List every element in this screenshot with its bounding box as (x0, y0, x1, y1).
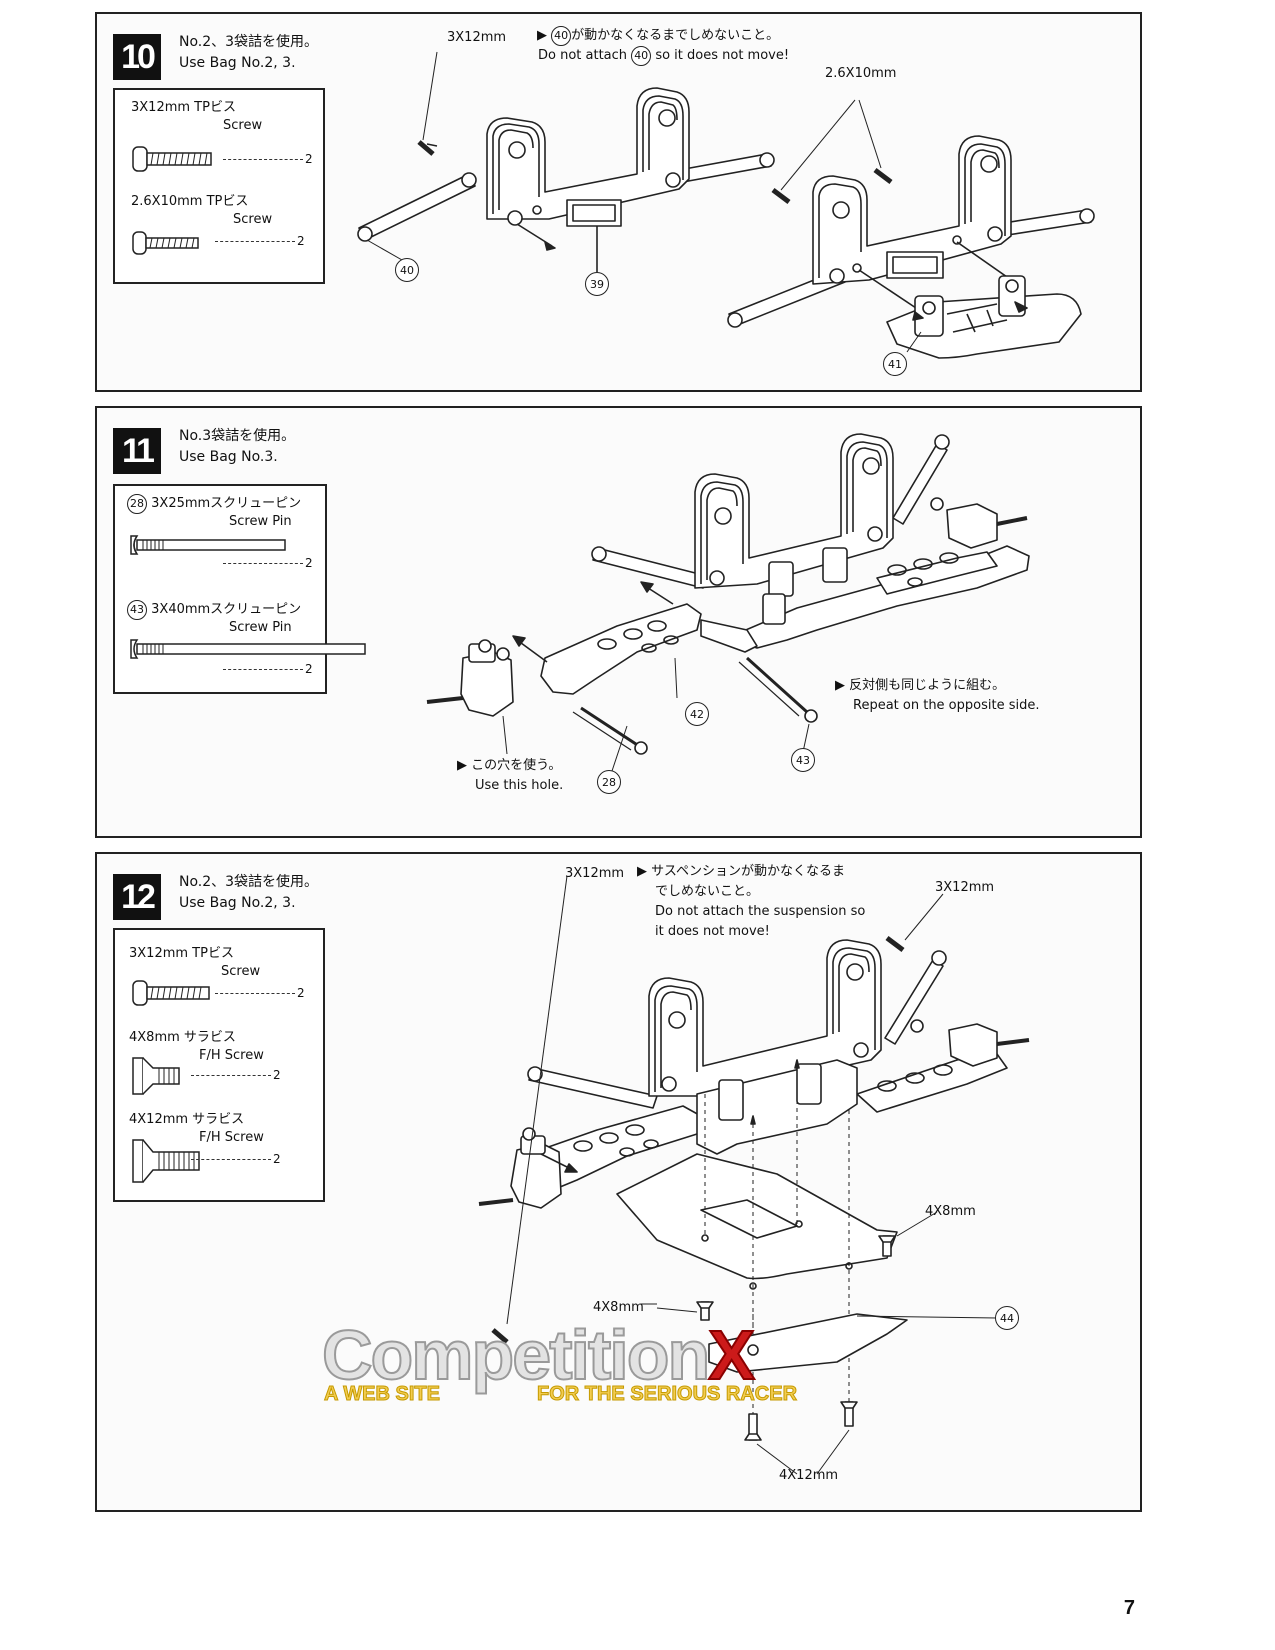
warning-en-2: so it does not move! (655, 48, 790, 63)
part-callout-44: 44 (995, 1306, 1019, 1330)
part-ref-circle: 28 (127, 493, 147, 514)
opposite-jp: 反対側も同じように組む。 (849, 678, 1006, 693)
screw-label: 2.6X10mm (825, 66, 897, 81)
part-name-jp: 3X12mm TPビス (129, 946, 234, 961)
part-name-jp: 4X8mm サラビス (129, 1030, 236, 1045)
part-qty: 2 (215, 234, 305, 248)
part-qty: 2 (191, 1068, 281, 1082)
watermark-title: CompetitionX (321, 1315, 756, 1395)
tp-screw-icon (132, 146, 212, 172)
part-ref-circle: 40 (551, 26, 572, 46)
part-callout-43: 43 (791, 748, 815, 772)
part-name-jp: 3X12mm TPビス (131, 100, 236, 115)
hole-note: ▶ この穴を使う。 Use this hole. (457, 756, 563, 796)
part-name-en: Screw (223, 118, 263, 133)
assembly-drawing (426, 433, 1030, 775)
part-qty: 2 (191, 1152, 281, 1166)
part-name-en: Screw (221, 964, 261, 979)
part-name-jp: 2.6X10mm TPビス (131, 194, 249, 209)
screw-label: 3X12mm (447, 30, 507, 45)
part-name-en: F/H Screw (199, 1048, 264, 1063)
screw-label: 4X8mm (593, 1300, 644, 1315)
bag-instruction: No.3袋詰を使用。 Use Bag No.3. (179, 426, 295, 468)
parts-box: 28 3X25mmスクリューピン Screw Pin 2 43 3X40mmスク… (113, 484, 366, 694)
bag-en: Use Bag No.2, 3. (179, 895, 296, 911)
part-name-en: Screw Pin (229, 620, 292, 635)
part-name-en: Screw Pin (229, 514, 292, 529)
step-11-panel: 11 No.3袋詰を使用。 Use Bag No.3. 28 3X25mmスクリ… (95, 406, 1142, 838)
part-callout-40: 40 (395, 258, 419, 282)
flat-head-screw-icon (132, 1139, 200, 1183)
part-qty: 2 (223, 556, 313, 570)
assembly-drawing (478, 875, 1030, 1475)
part-callout-41: 41 (883, 352, 907, 376)
screw-label: 3X12mm (935, 880, 995, 895)
flat-head-screw-icon (132, 1057, 180, 1095)
part-qty: 2 (223, 662, 313, 676)
step-12-panel: 12 No.2、3袋詰を使用。 Use Bag No.2, 3. 3X12mm … (95, 852, 1142, 1512)
part-qty: 2 (223, 152, 313, 166)
bag-instruction: No.2、3袋詰を使用。 Use Bag No.2, 3. (179, 872, 318, 914)
parts-box: 3X12mm TPビス Screw 2 2.6X10mm TPビス Screw (113, 88, 325, 284)
warning-jp-2: でしめないこと。 (655, 884, 760, 899)
bag-jp: No.3袋詰を使用。 (179, 428, 296, 444)
warning-en-1: Do not attach the suspension so (655, 904, 866, 919)
step-number: 12 (113, 874, 161, 920)
part-ref-circle: 40 (631, 46, 652, 66)
hole-jp: この穴を使う。 (471, 758, 562, 773)
bag-en: Use Bag No.2, 3. (179, 55, 296, 71)
part-name-jp: 3X25mmスクリューピン (151, 496, 302, 511)
screw-pin-icon (130, 639, 366, 659)
page-number: 7 (1123, 1597, 1135, 1619)
part-ref-circle: 43 (127, 599, 147, 620)
part-callout-42: 42 (685, 702, 709, 726)
assembly-drawing (357, 51, 1095, 359)
warning-en-1: Do not attach (538, 48, 628, 63)
step-number: 10 (113, 34, 161, 80)
part-name-jp: 3X40mmスクリューピン (151, 602, 302, 617)
part-name-en: F/H Screw (199, 1130, 264, 1145)
watermark-subtitle-1: A WEB SITE (324, 1383, 441, 1406)
opposite-en: Repeat on the opposite side. (853, 698, 1040, 713)
watermark-subtitle-2: FOR THE SERIOUS RACER (536, 1383, 798, 1406)
part-name-jp: 4X12mm サラビス (129, 1112, 245, 1127)
bag-en: Use Bag No.3. (179, 449, 278, 465)
part-callout-39: 39 (585, 272, 609, 296)
screw-pin-icon (130, 535, 286, 555)
watermark-logo: CompetitionX A WEB SITE FOR THE SERIOUS … (321, 1315, 922, 1410)
bag-instruction: No.2、3袋詰を使用。 Use Bag No.2, 3. (179, 32, 318, 74)
screw-label: 4X8mm (925, 1204, 976, 1219)
warning-jp: が動かなくなるまでしめないこと。 (571, 28, 780, 43)
warning-jp-1: サスペンションが動かなくなるま (651, 864, 845, 879)
watermark-title-text: Competition (321, 1315, 711, 1395)
warning-note: ▶ サスペンションが動かなくなるま でしめないこと。 Do not attach… (637, 862, 865, 942)
hole-en: Use this hole. (475, 778, 564, 793)
step-10-panel: 10 No.2、3袋詰を使用。 Use Bag No.2, 3. 3X12mm … (95, 12, 1142, 392)
watermark-x: X (707, 1315, 756, 1395)
part-qty: 2 (215, 986, 305, 1000)
bag-jp: No.2、3袋詰を使用。 (179, 34, 319, 50)
opposite-side-note: ▶ 反対側も同じように組む。 Repeat on the opposite si… (835, 676, 1039, 716)
warning-en-2: it does not move! (655, 924, 770, 939)
tp-screw-icon (132, 980, 210, 1006)
part-name-en: Screw (233, 212, 273, 227)
bag-jp: No.2、3袋詰を使用。 (179, 874, 319, 890)
tp-screw-icon (132, 231, 199, 255)
step-number: 11 (113, 428, 161, 474)
screw-label: 3X12mm (565, 866, 625, 881)
parts-box: 3X12mm TPビス Screw 2 4X8mm サラビス F/H Screw… (113, 928, 325, 1202)
part-entry: 43 3X40mmスクリューピン (127, 598, 301, 620)
part-callout-28: 28 (597, 770, 621, 794)
part-entry: 28 3X25mmスクリューピン (127, 492, 301, 514)
